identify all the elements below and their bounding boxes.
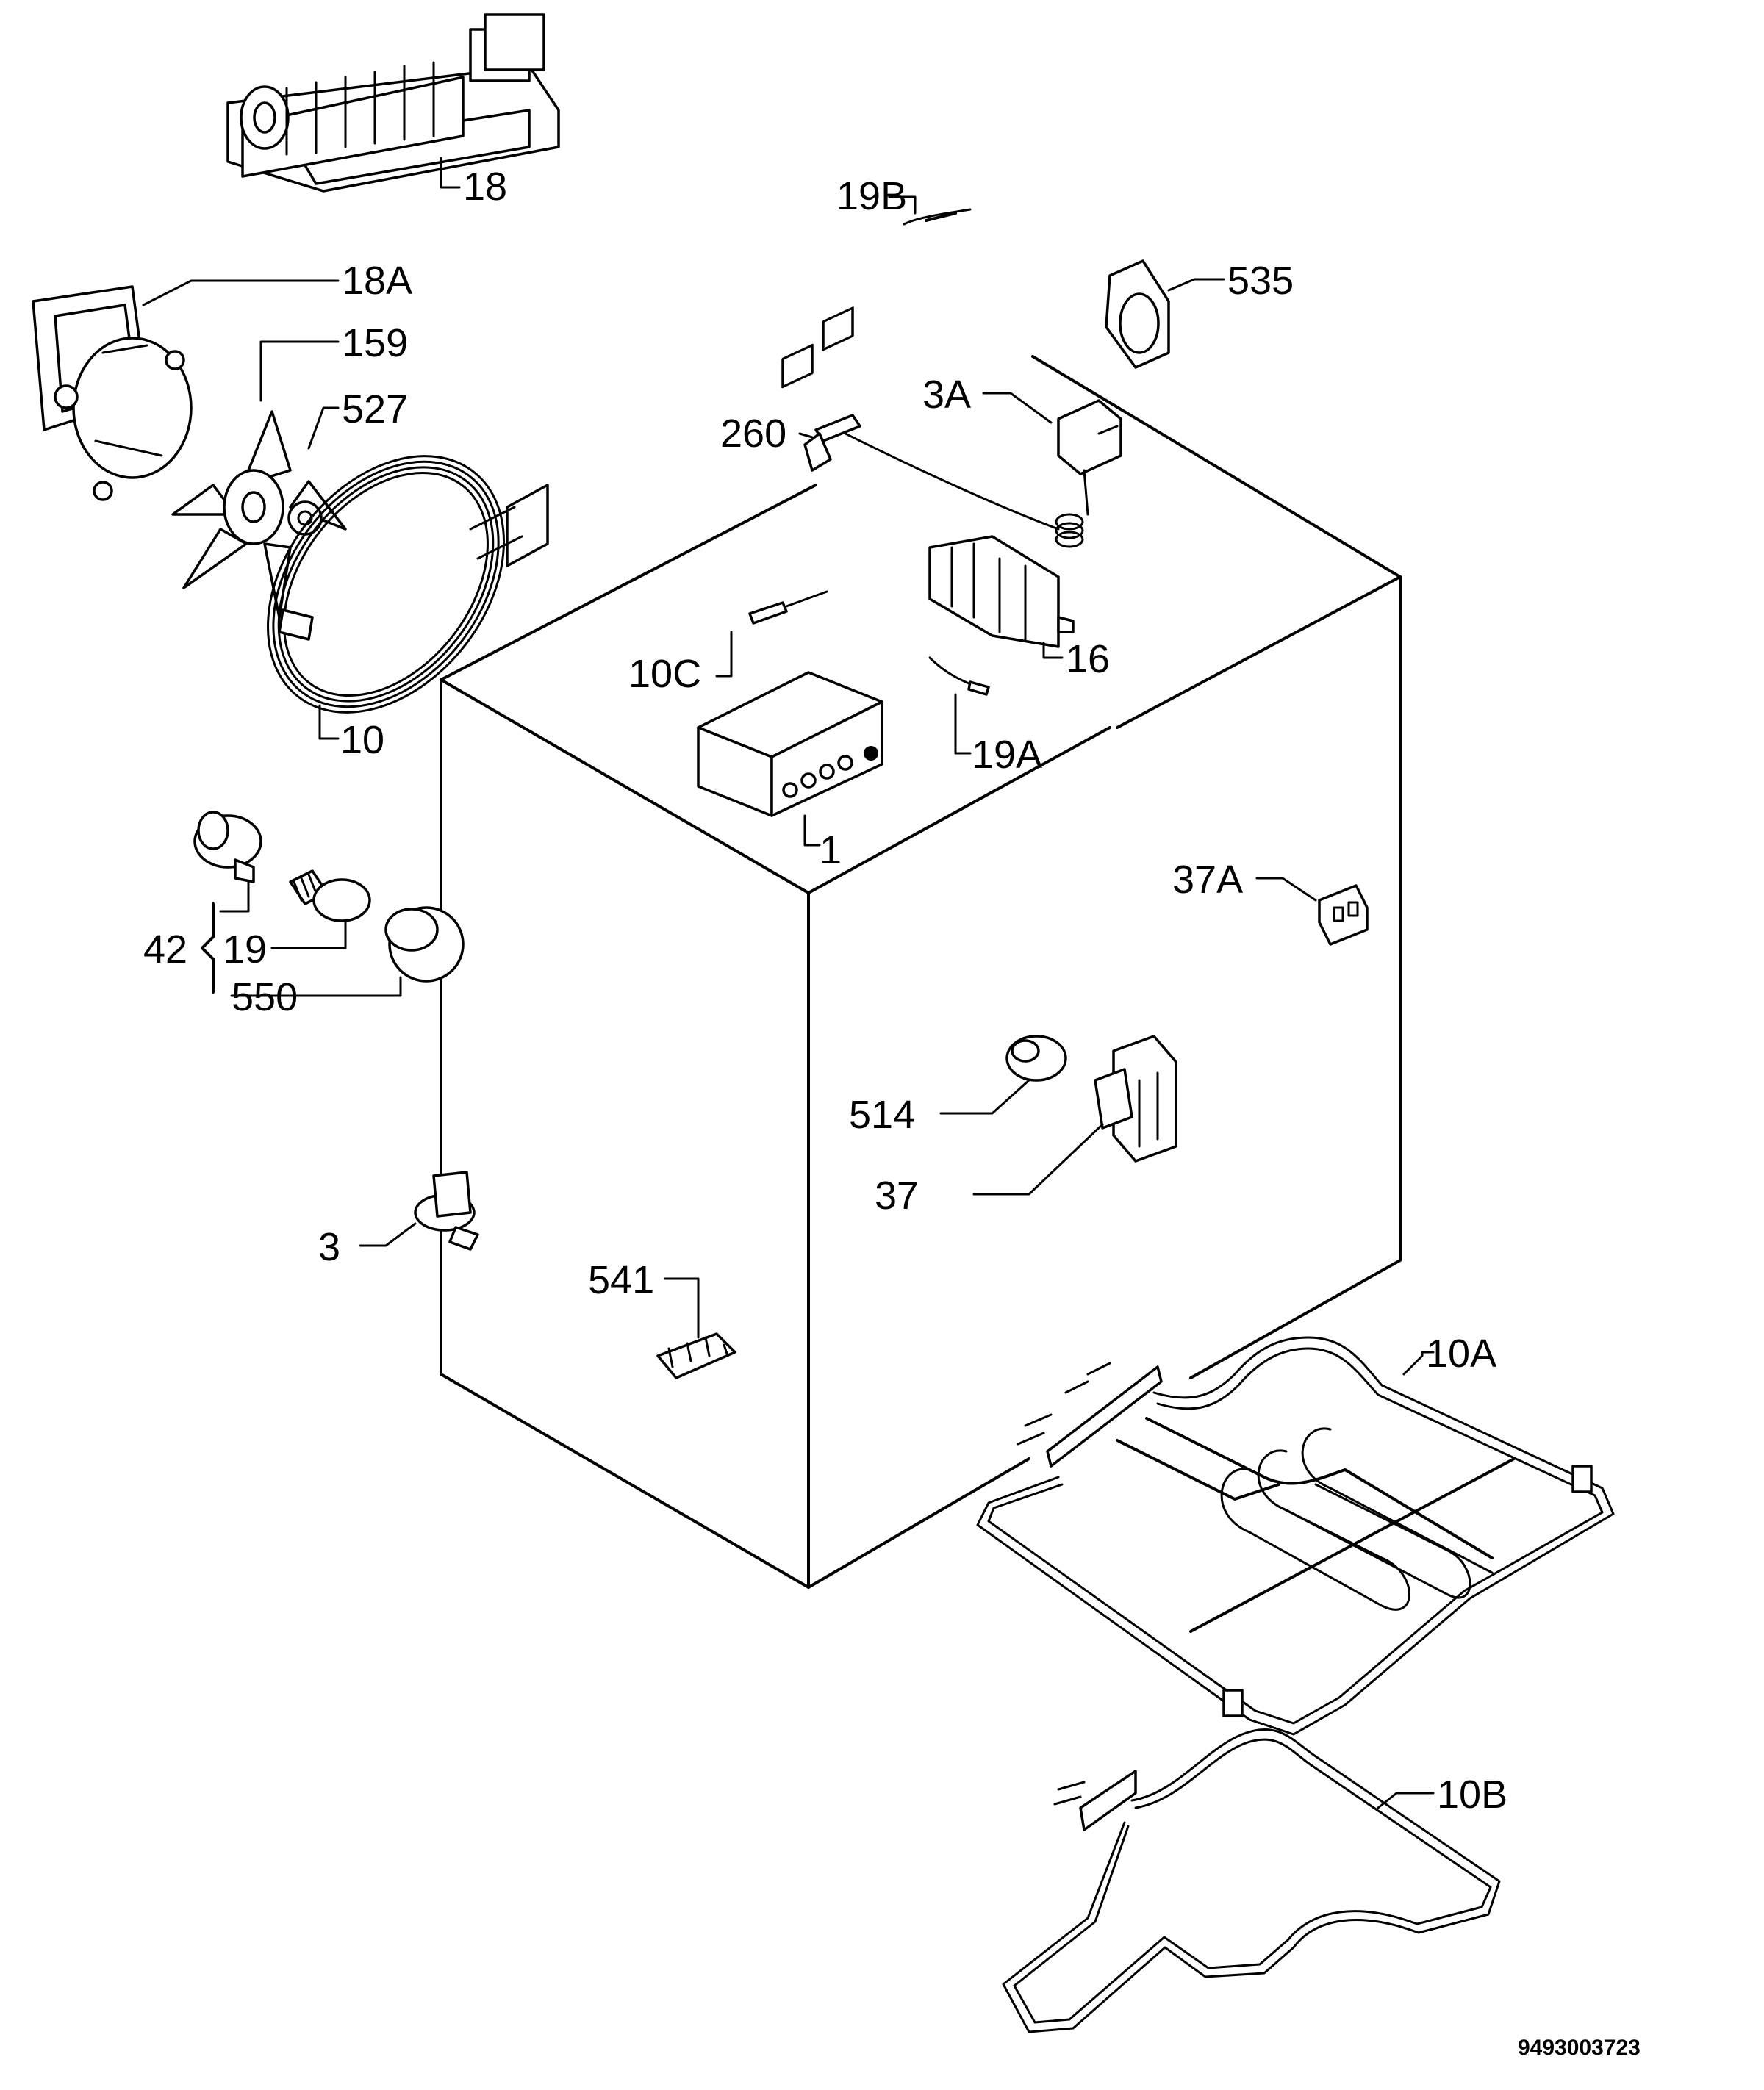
electronic-timer-1-part	[697, 306, 883, 817]
leader-16	[1042, 642, 1064, 659]
terminal-block-541-part	[656, 1332, 736, 1379]
leader-535	[1167, 278, 1225, 292]
part-label-16: 16	[1066, 637, 1110, 681]
leader-19a	[954, 693, 972, 755]
leader-19b	[888, 195, 917, 215]
grill-heating-element-10a-part	[976, 1336, 1615, 1736]
bottom-heating-element-10b-part	[1002, 1728, 1501, 2033]
leader-19	[270, 921, 347, 949]
part-label-10a: 10A	[1426, 1332, 1496, 1376]
part-label-18: 18	[463, 165, 507, 209]
part-label-18a: 18A	[342, 259, 412, 303]
part-label-514: 514	[849, 1093, 915, 1137]
leader-42	[219, 880, 250, 913]
part-label-37: 37	[875, 1174, 919, 1218]
thermostat-3a-part	[836, 399, 1122, 548]
leader-37	[972, 1123, 1104, 1196]
part-label-260: 260	[720, 412, 786, 456]
part-label-527: 527	[342, 387, 408, 431]
leader-514	[939, 1079, 1030, 1115]
drawing-code: 9493003723	[1518, 2036, 1641, 2060]
leader-159	[259, 340, 340, 402]
leader-541	[664, 1277, 700, 1339]
part-label-159: 159	[342, 321, 408, 365]
leader-37a	[1255, 877, 1317, 902]
part-label-535: 535	[1227, 259, 1294, 303]
grommet-514-part	[1005, 1035, 1067, 1082]
leader-10	[318, 704, 340, 740]
bracket-42	[201, 902, 215, 994]
part-label-541: 541	[588, 1258, 654, 1302]
lamp-wire-19a-part	[928, 656, 990, 696]
knob-535-part	[1105, 259, 1170, 369]
leader-18	[440, 157, 461, 189]
part-label-10b: 10B	[1437, 1773, 1507, 1817]
part-label-37a: 37A	[1172, 858, 1243, 902]
selector-switch-16-part	[928, 535, 1075, 648]
thermal-cutout-3-part	[414, 1171, 479, 1251]
lamp-cover-550-part	[384, 906, 465, 983]
sensor-probe-260-part	[803, 414, 861, 472]
leader-550	[230, 976, 402, 997]
leader-10c	[715, 631, 733, 678]
leader-18a	[142, 279, 340, 306]
leader-3a	[982, 392, 1053, 424]
leader-10a	[1402, 1351, 1435, 1376]
part-label-10c: 10C	[628, 652, 701, 696]
tangential-fan-blower-part	[226, 13, 560, 193]
part-label-19a: 19A	[972, 733, 1042, 777]
motor-housing-18a-part	[32, 285, 193, 501]
leader-3	[359, 1222, 417, 1247]
oven-cavity-box	[440, 355, 1402, 1589]
leader-1	[803, 814, 821, 847]
leader-260	[798, 432, 814, 439]
leader-527	[307, 406, 340, 450]
part-label-1: 1	[820, 828, 842, 872]
fuse-10c-part	[748, 590, 828, 625]
part-label-19: 19	[223, 927, 267, 972]
circular-heating-element-10-part	[267, 455, 549, 714]
part-label-10: 10	[340, 718, 384, 762]
part-label-550: 550	[232, 975, 298, 1019]
lamp-holder-42-part	[193, 811, 262, 883]
door-switch-37-part	[1094, 1035, 1177, 1163]
leader-10b	[1377, 1792, 1435, 1809]
part-label-42: 42	[143, 927, 187, 972]
wire-connector-19b-part	[903, 208, 972, 226]
part-label-19b: 19B	[836, 174, 907, 218]
part-label-3a: 3A	[922, 373, 971, 417]
part-label-3: 3	[318, 1225, 340, 1269]
lamp-bulb-19-part	[289, 869, 371, 922]
switch-37a-part	[1318, 884, 1369, 946]
